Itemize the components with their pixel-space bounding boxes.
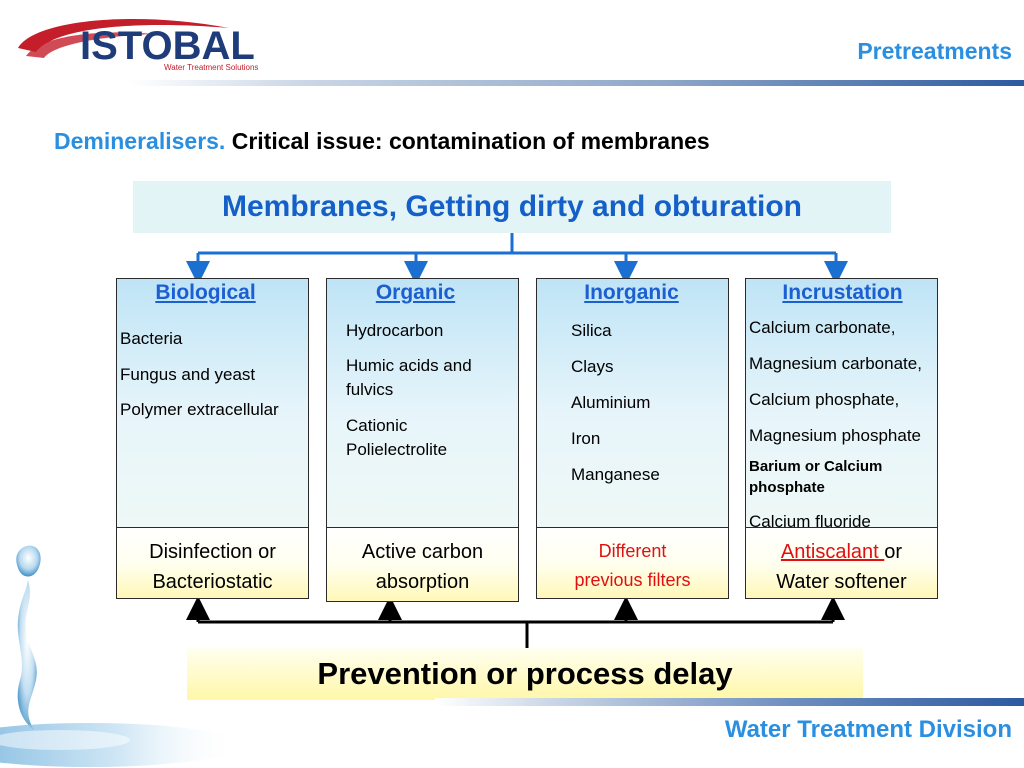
list-item: Manganese: [571, 465, 660, 484]
list-item: Calcium phosphate,: [749, 390, 900, 409]
list-item: Polymer extracellular: [120, 400, 279, 419]
water-drop-image: [0, 545, 240, 767]
list-item: Barium or Calcium: [749, 458, 883, 475]
list-item: Calcium carbonate,: [749, 318, 896, 337]
slide-subtitle: Demineralisers. Critical issue: contamin…: [54, 128, 710, 155]
column-inorganic-solution: Different previous filters: [537, 528, 728, 598]
list-item: Calcium fluoride: [749, 512, 871, 531]
list-item: Silica: [571, 321, 612, 340]
column-organic: Organic Hydrocarbon Humic acids and fulv…: [326, 278, 519, 602]
solution-line: Different: [598, 541, 667, 561]
solution-line: Disinfection or: [149, 541, 276, 563]
solution-line: Antiscalant or: [746, 537, 937, 567]
solution-line: previous filters: [574, 570, 691, 590]
list-item: Aluminium: [571, 393, 651, 412]
header-divider: [128, 80, 1024, 86]
column-incrustation-solution: Antiscalant or Water softener: [746, 528, 937, 598]
column-inorganic: Inorganic Silica Clays Aluminium Iron Ma…: [536, 278, 729, 599]
solution-line: absorption: [375, 571, 470, 593]
list-item: Cationic: [346, 416, 408, 435]
column-inorganic-causes: Inorganic Silica Clays Aluminium Iron Ma…: [537, 279, 728, 528]
main-title-box: Membranes, Getting dirty and obturation: [133, 181, 891, 233]
column-organic-causes: Organic Hydrocarbon Humic acids and fulv…: [327, 279, 518, 528]
column-incrustation: Incrustation Calcium carbonate, Magnesiu…: [745, 278, 938, 599]
list-item: Clays: [571, 357, 614, 376]
solution-line: Bacteriostatic: [152, 571, 273, 593]
subtitle-blue-part: Demineralisers.: [54, 128, 226, 154]
list-item: phosphate: [749, 479, 825, 496]
prevention-title: Prevention or process delay: [317, 656, 733, 691]
column-biological-causes: Biological Bacteria Fungus and yeast Pol…: [117, 279, 308, 528]
main-title: Membranes, Getting dirty and obturation: [221, 190, 803, 223]
antiscalant-link: Antiscalant: [780, 541, 885, 563]
list-item: Magnesium carbonate,: [749, 354, 922, 373]
column-organic-title: Organic: [375, 281, 456, 304]
column-biological-title: Biological: [155, 281, 256, 304]
list-item: Iron: [571, 429, 601, 448]
column-biological-solution: Disinfection or Bacteriostatic: [117, 528, 308, 598]
logo-tagline: Water Treatment Solutions: [164, 63, 258, 72]
subtitle-black-part: Critical issue: contamination of membran…: [231, 128, 710, 154]
column-inorganic-title: Inorganic: [584, 281, 679, 304]
section-title: Pretreatments: [857, 38, 1012, 64]
column-organic-solution: Active carbon absorption: [327, 528, 518, 601]
list-item: Magnesium phosphate: [749, 426, 922, 445]
footer-text: Water Treatment Division: [724, 716, 1012, 743]
list-item: Fungus and yeast: [120, 365, 256, 384]
bottom-connectors: [186, 596, 845, 648]
solution-or: or: [884, 541, 903, 563]
prevention-box: Prevention or process delay: [187, 648, 863, 700]
list-item: Polielectrolite: [346, 440, 448, 459]
top-connectors: [186, 233, 848, 285]
column-biological: Biological Bacteria Fungus and yeast Pol…: [116, 278, 309, 599]
list-item: Bacteria: [120, 329, 183, 348]
column-incrustation-title: Incrustation: [782, 281, 903, 304]
logo-text: ISTOBAL: [80, 24, 255, 68]
list-item: Humic acids and: [346, 356, 472, 375]
istobal-logo: ISTOBAL Water Treatment Solutions: [18, 18, 258, 72]
solution-line: Water softener: [776, 571, 907, 593]
list-item: fulvics: [346, 380, 394, 399]
footer-divider: [435, 698, 1024, 706]
list-item: Hydrocarbon: [346, 321, 444, 340]
solution-line: Active carbon: [361, 541, 484, 563]
column-incrustation-causes: Incrustation Calcium carbonate, Magnesiu…: [746, 279, 937, 531]
